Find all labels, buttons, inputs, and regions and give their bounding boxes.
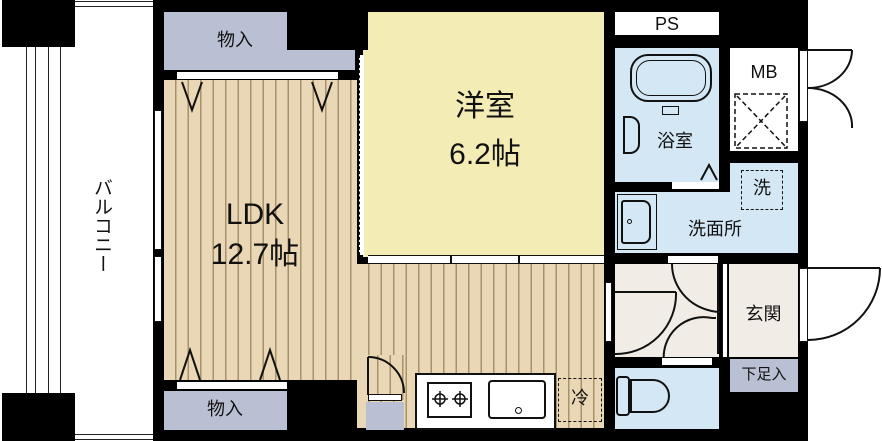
pipe-space [615,12,719,35]
entrance-step [722,264,728,357]
utility-door-area [366,355,404,400]
storage-bottom-door[interactable] [177,382,287,389]
utility-door [368,394,402,401]
bath-mirror [623,116,640,154]
fridge-space [558,378,602,422]
balcony-pillar-top [2,0,75,47]
storage-top-ext [287,50,355,70]
bathtub [630,54,712,102]
ldk-size: 12.7帖 [210,238,300,271]
wash-basin [617,194,657,250]
pipe-space-label: PS [654,14,679,34]
meter-box-door-frame [799,50,808,122]
ldk-floor [164,80,357,380]
western-room-sliding-door[interactable] [368,255,604,264]
balcony-top-edge [75,1,155,7]
bathroom-name: 浴室 [657,131,693,151]
ldk-window-1[interactable] [154,110,162,250]
closet-door-marks-top [181,81,333,113]
bathtub-tap [662,106,679,115]
balcony-railing [26,47,61,393]
ldk-window-2[interactable] [154,256,162,322]
balcony-bottom-edge [75,434,155,440]
balcony-pillar-bottom [2,393,75,441]
meter-box-label: MB [750,62,778,82]
entrance [729,264,798,357]
toilet-bowl [630,379,670,413]
western-room-size: 6.2帖 [449,138,521,171]
storage-top [164,12,287,70]
shoe-cabinet-label: 下足入 [741,366,787,383]
toilet-door[interactable] [662,358,712,365]
storage-top-door[interactable] [177,72,338,79]
shoe-cabinet [730,359,798,392]
basin-drain-icon [627,219,632,224]
western-room [368,12,604,257]
hallway-door-swings [613,263,720,362]
storage-top-label: 物入 [217,30,253,50]
balcony: バルコニー [0,0,155,441]
washer-label: 洗 [753,178,771,198]
bathroom-door[interactable] [672,182,719,189]
stove-burner-icons [432,391,468,407]
western-room-side-door[interactable] [359,55,364,255]
closet-door-marks-bottom [179,346,281,381]
fridge-label: 冷 [571,388,589,408]
western-room-left-strip [363,50,369,257]
ldk-name: LDK [225,198,285,231]
bath-door-mark [700,163,718,181]
washer-space [741,170,783,210]
kitchen-sink[interactable] [488,380,546,419]
entrance-name: 玄関 [745,304,782,324]
utility-cupboard [366,402,404,430]
washroom-name: 洗面所 [688,219,742,239]
washroom-door[interactable] [668,256,718,263]
western-room-name: 洋室 [455,90,515,123]
toilet-tank [616,376,630,416]
meter-box-dashed-icon [734,93,788,149]
storage-bottom [164,391,287,430]
hallway-ldk-door[interactable] [605,282,612,342]
balcony-label: バルコニー [91,178,112,273]
sink-drain-icon [515,407,522,414]
entrance-door[interactable] [806,266,882,346]
meter-box-doors[interactable] [806,48,856,132]
storage-bottom-label: 物入 [207,399,243,419]
utility-door-swing[interactable] [366,355,406,400]
entrance-door-frame [799,268,808,342]
